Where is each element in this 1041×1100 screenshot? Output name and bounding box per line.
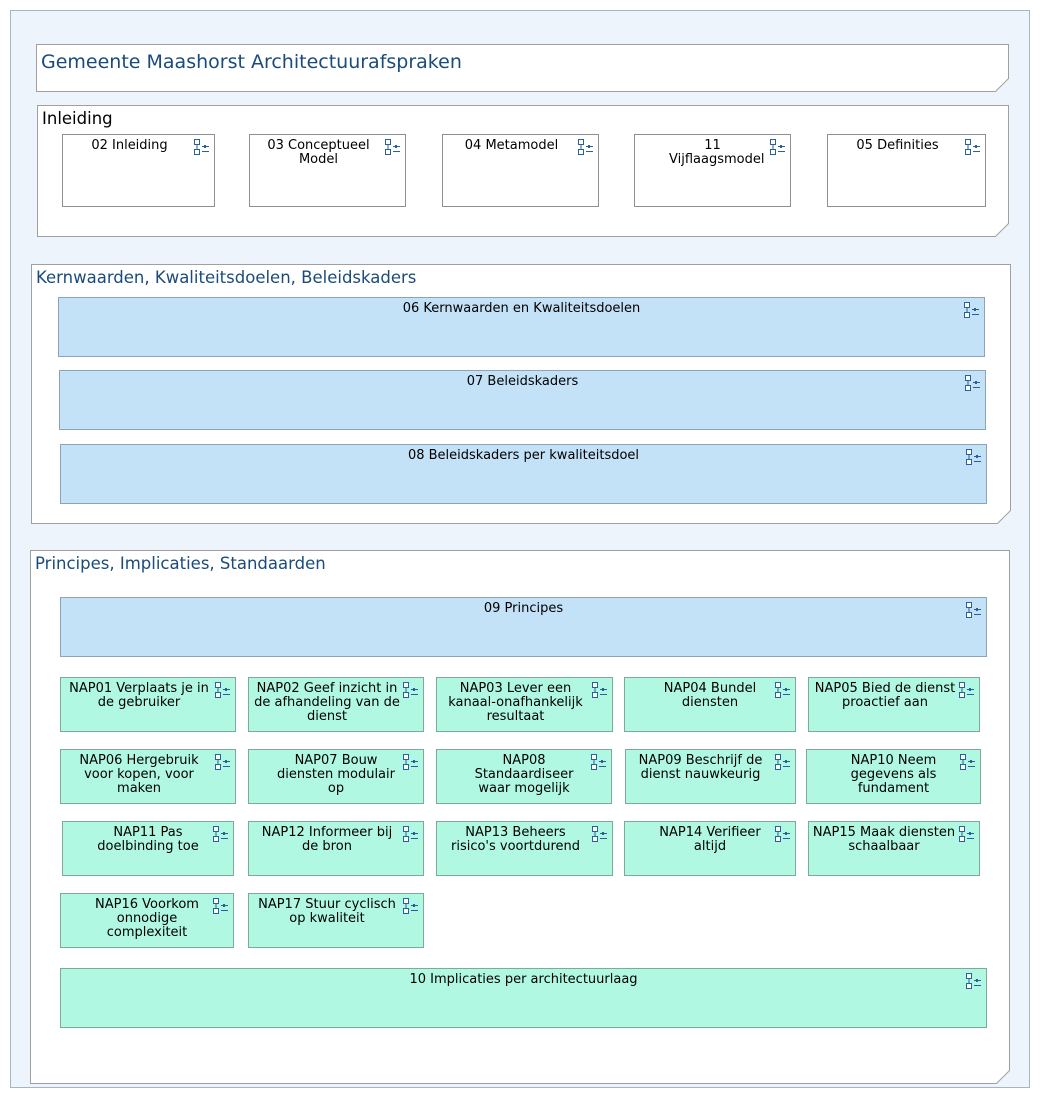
view-reference-icon xyxy=(960,754,975,770)
view-reference-icon xyxy=(775,754,790,770)
view-principes[interactable]: 09 Principes xyxy=(60,597,987,657)
view-label: NAP03 Lever een kanaal-onafhankelijk res… xyxy=(448,681,583,724)
view-reference-icon xyxy=(194,139,209,155)
view-label: NAP02 Geef inzicht in de afhandeling van… xyxy=(254,681,400,724)
view-reference-icon xyxy=(403,898,418,914)
view-nap03[interactable]: NAP03 Lever een kanaal-onafhankelijk res… xyxy=(436,677,613,732)
view-nap15[interactable]: NAP15 Maak diensten schaalbaar xyxy=(808,821,980,876)
view-metamodel[interactable]: 04 Metamodel xyxy=(442,134,599,207)
group-title-kernwaarden: Kernwaarden, Kwaliteitsdoelen, Beleidska… xyxy=(36,268,417,287)
view-reference-icon xyxy=(213,898,228,914)
view-nap10[interactable]: NAP10 Neem gegevens als fundament xyxy=(806,749,981,804)
view-nap08[interactable]: NAP08 Standaardiseer waar mogelijk xyxy=(436,749,612,804)
view-reference-icon xyxy=(578,139,593,155)
view-beleidskaders[interactable]: 07 Beleidskaders xyxy=(59,370,986,430)
view-nap02[interactable]: NAP02 Geef inzicht in de afhandeling van… xyxy=(248,677,424,732)
view-reference-icon xyxy=(775,682,790,698)
view-reference-icon xyxy=(966,973,981,989)
view-label: NAP10 Neem gegevens als fundament xyxy=(850,753,937,796)
view-reference-icon xyxy=(591,754,606,770)
view-reference-icon xyxy=(592,682,607,698)
view-reference-icon xyxy=(403,754,418,770)
view-label: NAP07 Bouw diensten modulair op xyxy=(277,753,395,796)
view-nap12[interactable]: NAP12 Informeer bij de bron xyxy=(248,821,424,876)
view-reference-icon xyxy=(215,682,230,698)
view-nap05[interactable]: NAP05 Bied de dienst proactief aan xyxy=(808,677,980,732)
view-nap17[interactable]: NAP17 Stuur cyclisch op kwaliteit xyxy=(248,893,424,948)
view-label: 10 Implicaties per architectuurlaag xyxy=(409,972,638,987)
view-label: NAP04 Bundel diensten xyxy=(663,681,757,710)
view-reference-icon xyxy=(775,826,790,842)
group-title-inleiding: Inleiding xyxy=(42,109,113,128)
view-label: NAP17 Stuur cyclisch op kwaliteit xyxy=(258,897,396,926)
view-reference-icon xyxy=(770,139,785,155)
view-reference-icon xyxy=(959,826,974,842)
view-label: NAP12 Informeer bij de bron xyxy=(261,825,393,854)
view-nap13[interactable]: NAP13 Beheers risico's voortdurend xyxy=(436,821,613,876)
view-nap04[interactable]: NAP04 Bundel diensten xyxy=(624,677,796,732)
view-label: NAP15 Maak diensten schaalbaar xyxy=(812,825,956,854)
view-nap14[interactable]: NAP14 Verifieer altijd xyxy=(624,821,796,876)
folded-corner-mark xyxy=(995,78,1009,92)
view-nap11[interactable]: NAP11 Pas doelbinding toe xyxy=(62,821,234,876)
view-nap16[interactable]: NAP16 Voorkom onnodige complexiteit xyxy=(60,893,234,948)
view-reference-icon xyxy=(403,826,418,842)
view-label: NAP11 Pas doelbinding toe xyxy=(97,825,199,854)
view-label: NAP13 Beheers risico's voortdurend xyxy=(450,825,580,854)
view-label: NAP16 Voorkom onnodige complexiteit xyxy=(95,897,199,940)
view-reference-icon xyxy=(965,139,980,155)
folded-corner-mark xyxy=(996,1070,1010,1084)
view-reference-icon xyxy=(964,302,979,318)
view-reference-icon xyxy=(592,826,607,842)
view-label: 05 Definities xyxy=(856,138,939,153)
diagram-title-group[interactable]: Gemeente Maashorst Architectuurafspraken xyxy=(36,44,1009,92)
view-label: NAP05 Bied de dienst proactief aan xyxy=(814,681,956,710)
view-conceptueel-model[interactable]: 03 Conceptueel Model xyxy=(249,134,406,207)
view-nap09[interactable]: NAP09 Beschrijf de dienst nauwkeurig xyxy=(625,749,796,804)
view-nap01[interactable]: NAP01 Verplaats je in de gebruiker xyxy=(60,677,236,732)
view-label: 11 Vijflaagsmodel xyxy=(669,138,765,167)
view-label: NAP08 Standaardiseer waar mogelijk xyxy=(474,753,574,796)
view-nap07[interactable]: NAP07 Bouw diensten modulair op xyxy=(248,749,424,804)
view-reference-icon xyxy=(403,682,418,698)
view-label: 08 Beleidskaders per kwaliteitsdoel xyxy=(407,448,640,463)
view-label: NAP06 Hergebruik voor kopen, voor maken xyxy=(79,753,199,796)
view-reference-icon xyxy=(966,602,981,618)
view-label: 06 Kernwaarden en Kwaliteitsdoelen xyxy=(402,301,641,316)
view-reference-icon xyxy=(213,826,228,842)
view-label: 02 Inleiding xyxy=(91,138,168,153)
view-label: NAP09 Beschrijf de dienst nauwkeurig xyxy=(638,753,763,782)
view-kernwaarden-kwaliteitsdoelen[interactable]: 06 Kernwaarden en Kwaliteitsdoelen xyxy=(58,297,985,357)
view-vijflaagsmodel[interactable]: 11 Vijflaagsmodel xyxy=(634,134,791,207)
folded-corner-mark xyxy=(997,510,1011,524)
view-reference-icon xyxy=(965,375,980,391)
view-reference-icon xyxy=(959,682,974,698)
view-nap06[interactable]: NAP06 Hergebruik voor kopen, voor maken xyxy=(60,749,236,804)
view-label: 07 Beleidskaders xyxy=(466,374,579,389)
view-label: 03 Conceptueel Model xyxy=(267,138,370,167)
diagram-title: Gemeente Maashorst Architectuurafspraken xyxy=(41,51,462,73)
view-label: 09 Principes xyxy=(483,601,564,616)
view-reference-icon xyxy=(385,139,400,155)
view-reference-icon xyxy=(966,449,981,465)
view-reference-icon xyxy=(215,754,230,770)
view-implicaties-per-architectuurlaag[interactable]: 10 Implicaties per architectuurlaag xyxy=(60,968,987,1028)
view-definities[interactable]: 05 Definities xyxy=(827,134,986,207)
view-inleiding[interactable]: 02 Inleiding xyxy=(62,134,215,207)
group-title-principes: Principes, Implicaties, Standaarden xyxy=(35,554,326,573)
view-label: 04 Metamodel xyxy=(464,138,559,153)
view-label: NAP01 Verplaats je in de gebruiker xyxy=(69,681,209,710)
view-label: NAP14 Verifieer altijd xyxy=(659,825,761,854)
folded-corner-mark xyxy=(995,223,1009,237)
view-beleidskaders-per-kwaliteitsdoel[interactable]: 08 Beleidskaders per kwaliteitsdoel xyxy=(60,444,987,504)
